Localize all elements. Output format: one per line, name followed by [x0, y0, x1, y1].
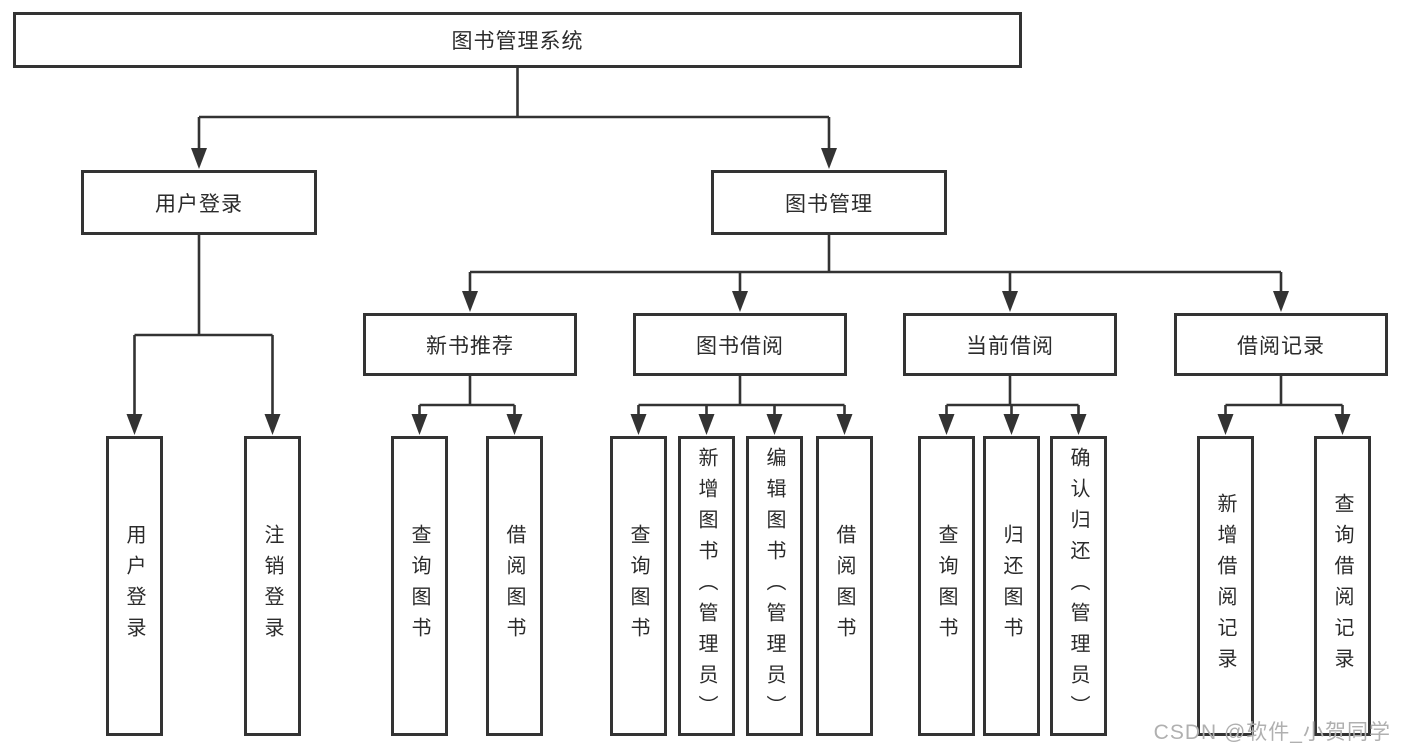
node-label: 新增图书（管理员） [695, 446, 717, 726]
node-new-book-recommendation: 新书推荐 [363, 313, 577, 376]
leaf-add-borrow-record: 新增借阅记录 [1197, 436, 1254, 736]
node-label: 图书管理 [785, 192, 873, 216]
leaf-query-borrow-record: 查询借阅记录 [1314, 436, 1371, 736]
node-label: 查询借阅记录 [1331, 493, 1353, 679]
node-current-borrowing: 当前借阅 [903, 313, 1117, 376]
node-label: 查询图书 [408, 524, 430, 648]
node-label: 借阅图书 [833, 524, 855, 648]
leaf-borrow-books: 借阅图书 [816, 436, 873, 736]
node-label: 查询图书 [935, 524, 957, 648]
leaf-logout: 注销登录 [244, 436, 301, 736]
node-book-borrowing: 图书借阅 [633, 313, 847, 376]
node-label: 当前借阅 [966, 334, 1054, 358]
leaf-query-books: 查询图书 [610, 436, 667, 736]
node-label: 借阅图书 [503, 524, 525, 648]
node-label: 新增借阅记录 [1214, 493, 1236, 679]
leaf-user-login: 用户登录 [106, 436, 163, 736]
leaf-confirm-return-admin: 确认归还（管理员） [1050, 436, 1107, 736]
node-label: 用户登录 [123, 524, 145, 648]
node-label: 确认归还（管理员） [1067, 446, 1089, 726]
node-label: 图书管理系统 [451, 30, 584, 53]
node-label: 注销登录 [261, 524, 283, 648]
node-book-management: 图书管理 [711, 170, 947, 235]
node-label: 图书借阅 [696, 334, 784, 358]
node-library-management-system: 图书管理系统 [13, 12, 1022, 68]
node-user-login: 用户登录 [81, 170, 317, 235]
node-label: 归还图书 [1000, 524, 1022, 648]
leaf-query-books: 查询图书 [391, 436, 448, 736]
node-label: 查询图书 [627, 524, 649, 648]
leaf-borrow-books: 借阅图书 [486, 436, 543, 736]
csdn-watermark: CSDN @软件_小贺同学 [1153, 721, 1391, 744]
node-borrowing-records: 借阅记录 [1174, 313, 1388, 376]
node-label: 用户登录 [155, 192, 243, 216]
leaf-return-books: 归还图书 [983, 436, 1040, 736]
leaf-add-books-admin: 新增图书（管理员） [678, 436, 735, 736]
node-label: 新书推荐 [426, 334, 514, 358]
leaf-query-books: 查询图书 [918, 436, 975, 736]
node-label: 借阅记录 [1237, 334, 1325, 358]
node-label: 编辑图书（管理员） [763, 446, 785, 726]
leaf-edit-books-admin: 编辑图书（管理员） [746, 436, 803, 736]
